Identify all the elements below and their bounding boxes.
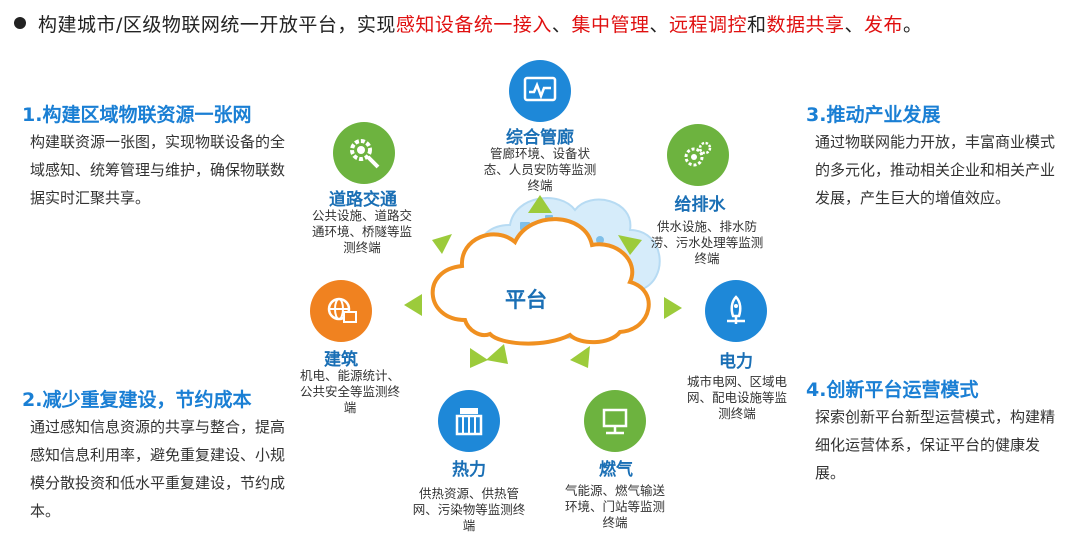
header-part: 、 xyxy=(844,14,865,36)
node-desc-road: 公共设施、道路交通环境、桥隧等监测终端 xyxy=(311,208,412,255)
platform-label: 平台 xyxy=(505,288,547,312)
node-title-power: 电力 xyxy=(719,352,753,372)
side-2-title: 2.减少重复建设，节约成本 xyxy=(22,389,252,411)
side-2-body: 通过感知信息资源的共享与整合，提高感知信息利用率，避免重复建设、小规模分散投资和… xyxy=(30,418,286,520)
node-title-water: 给排水 xyxy=(674,195,726,215)
side-3-title: 3.推动产业发展 xyxy=(806,104,941,126)
node-title-pipe: 综合管廊 xyxy=(506,128,574,148)
arrow-up xyxy=(528,195,552,213)
monitor-icon xyxy=(509,60,571,122)
side-4-title: 4.创新平台运营模式 xyxy=(806,379,979,401)
gears-icon xyxy=(667,124,729,186)
arrow-down-left xyxy=(470,348,488,368)
side-4-body: 探索创新平台新型运营模式，构建精细化运营体系，保证平台的健康发展。 xyxy=(815,408,1056,482)
node-title-gas: 燃气 xyxy=(599,460,633,480)
node-title-heat: 热力 xyxy=(452,460,486,480)
arrow-left xyxy=(404,294,422,316)
node-desc-water: 供水设施、排水防涝、污水处理等监测终端 xyxy=(650,219,764,266)
header-prefix: 构建城市/区级物联网统一开放平台，实现 xyxy=(38,14,396,36)
node-desc-gas: 气能源、燃气输送环境、门站等监测终端 xyxy=(564,483,665,530)
bullet-icon xyxy=(14,17,26,29)
arrows xyxy=(404,195,682,368)
platform-cloud xyxy=(430,217,651,346)
node-title-road: 道路交通 xyxy=(329,190,397,210)
arrow-down-mid xyxy=(486,344,508,364)
node-title-build: 建筑 xyxy=(324,350,358,370)
side-3-body: 通过物联网能力开放，丰富商业模式的多元化，推动相关企业和相关产业发展，产生巨大的… xyxy=(815,133,1056,207)
header-part: 感知设备统一接入 xyxy=(395,14,552,36)
node-desc-pipe: 管廊环境、设备状态、人员安防等监测终端 xyxy=(483,146,597,193)
laptop-icon xyxy=(584,390,646,452)
node-desc-power: 城市电网、区域电网、配电设施等监测终端 xyxy=(686,374,787,421)
header: 构建城市/区级物联网统一开放平台，实现感知设备统一接入、集中管理、远程调控和数据… xyxy=(14,10,923,37)
arrow-up-left xyxy=(432,234,452,254)
heat-device-icon xyxy=(438,390,500,452)
node-desc-build: 机电、能源统计、公共安全等监测终端 xyxy=(300,368,401,415)
header-part: 和 xyxy=(746,14,767,36)
side-1-title: 1.构建区域物联资源一张网 xyxy=(22,104,252,126)
arrow-right xyxy=(664,297,682,319)
globe-screen-icon xyxy=(310,280,372,342)
header-part: 数据共享 xyxy=(766,14,845,36)
gear-search-icon xyxy=(333,122,395,184)
arrow-up-right xyxy=(618,235,642,255)
arrow-down-right xyxy=(570,346,590,368)
header-part: 远程调控 xyxy=(668,14,747,36)
header-part: 发布 xyxy=(864,14,904,36)
header-part: 、 xyxy=(551,14,572,36)
header-part: 、 xyxy=(649,14,669,36)
rocket-icon xyxy=(705,280,767,342)
side-1-body: 构建联资源一张图，实现物联设备的全域感知、统筹管理与维护，确保物联数据实时汇聚共… xyxy=(30,133,286,207)
header-part: 。 xyxy=(903,14,923,36)
header-part: 集中管理 xyxy=(571,14,650,36)
node-desc-heat: 供热资源、供热管网、污染物等监测终端 xyxy=(412,486,526,533)
